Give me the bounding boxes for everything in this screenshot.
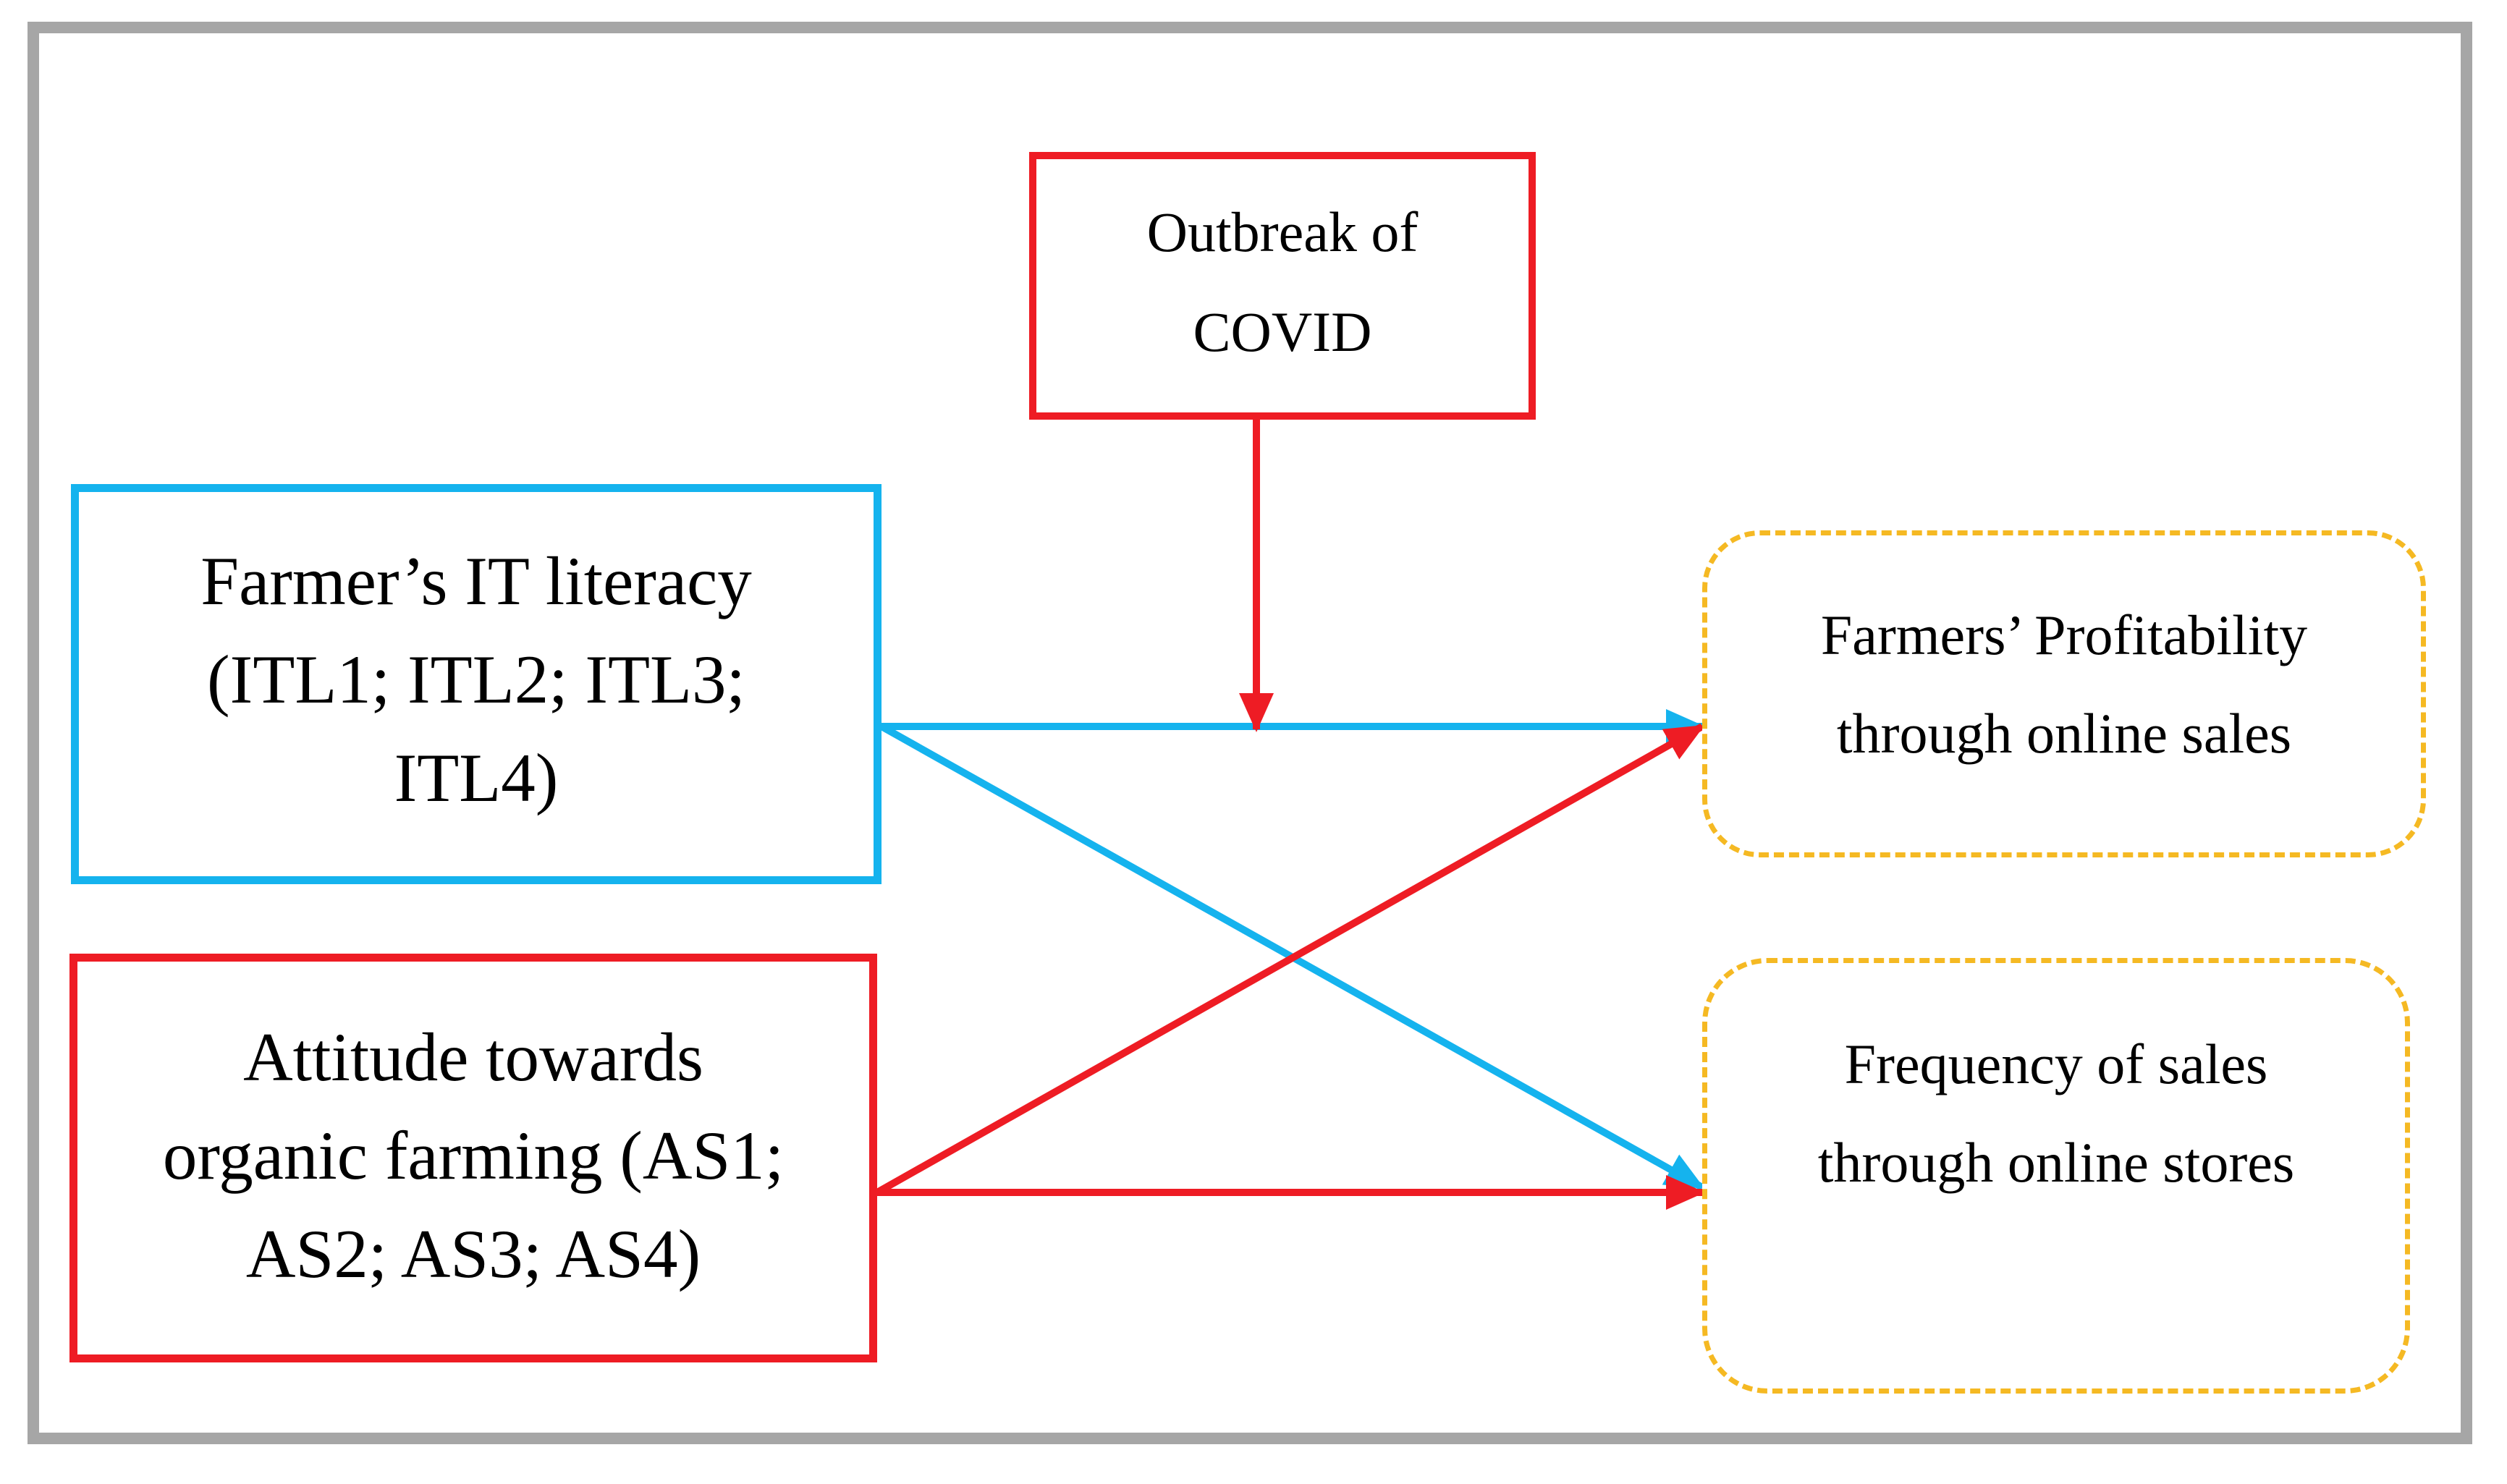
frequency-label-line-2: through online stores [1817,1131,2295,1194]
it-literacy-label-line-2: (ITL1; ITL2; ITL3; [207,640,745,718]
profitability-label-line-1: Farmers’ Profitability [1820,603,2308,666]
attitude-node: Attitude towards organic farming (AS1; A… [69,954,877,1362]
attitude-label-line-2: organic farming (AS1; [162,1116,785,1194]
covid-node: Outbreak of COVID [1029,152,1536,420]
frequency-node: Frequency of sales through online stores [1702,958,2410,1394]
attitude-label-line-1: Attitude towards [243,1018,703,1095]
it-literacy-node: Farmer’s IT literacy (ITL1; ITL2; ITL3; … [71,484,882,884]
it-literacy-label-line-1: Farmer’s IT literacy [200,542,752,619]
arrow-attitude-to-profitability [875,723,1705,1196]
diagram-frame [28,22,2472,1444]
covid-label-line-1: Outbreak of [1146,200,1419,263]
profitability-label-line-2: through online sales [1836,702,2292,765]
attitude-label-line-3: AS2; AS3; AS4) [245,1215,701,1292]
covid-label-line-2: COVID [1193,300,1372,363]
profitability-node: Farmers’ Profitability through online sa… [1702,530,2426,857]
it-literacy-label-line-3: ITL4) [394,739,559,816]
frequency-label-line-1: Frequency of sales [1844,1033,2268,1095]
